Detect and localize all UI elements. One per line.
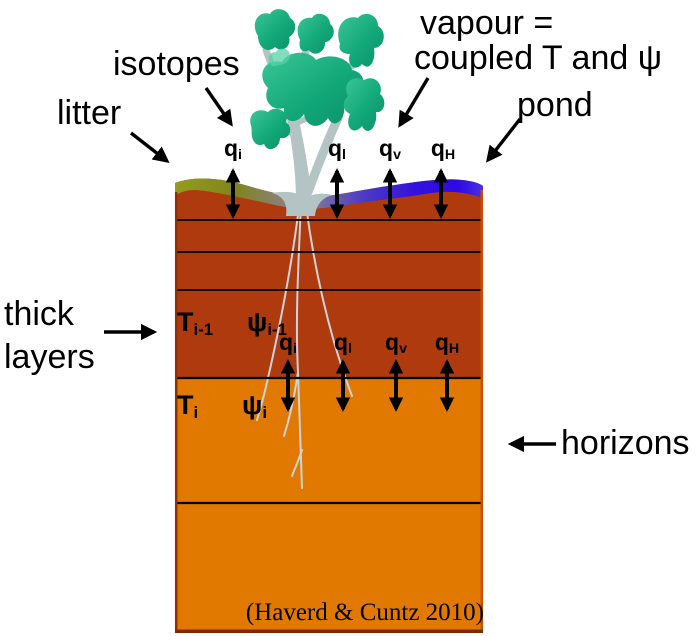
trunk-base <box>272 191 332 216</box>
citation: (Haverd & Cuntz 2010) <box>245 599 484 626</box>
annotation-arrows <box>104 77 556 453</box>
label-vapour-line1: vapour = <box>420 4 554 42</box>
temp-lower-label: Ti <box>177 390 199 423</box>
surface-flux-label-qh: qH <box>430 135 456 164</box>
layer-flux-label-ql: ql <box>333 329 353 358</box>
soil-block-border <box>174 190 484 633</box>
layer-flux-label-qi: qi <box>278 329 298 358</box>
label-thick-layers-line2: layers <box>4 338 95 376</box>
label-pond: pond <box>517 86 593 124</box>
litter-arrow <box>129 131 170 164</box>
surface-flux-arrows <box>225 168 449 219</box>
foliage-highlight <box>268 48 290 66</box>
layer-lines <box>176 219 482 505</box>
surface-flux-label-ql: ql <box>327 135 347 164</box>
tree-foliage <box>250 9 385 150</box>
tree-graphic <box>250 9 385 216</box>
label-horizons: horizons <box>561 424 690 462</box>
temp-upper-label: Ti-1 <box>177 307 214 340</box>
surface-flux-label-qv: qv <box>379 135 401 164</box>
isotopes-arrow <box>204 87 233 127</box>
label-thick-layers-line1: thick <box>4 295 74 333</box>
label-isotopes: isotopes <box>113 45 240 83</box>
pond-arrow <box>485 117 522 163</box>
surface-flux-label-qi: qi <box>223 135 243 164</box>
litter-and-pond-surface <box>175 178 483 209</box>
label-vapour-line2: coupled T and ψ <box>414 39 662 77</box>
psi-upper-label: ψi-1 <box>247 307 287 340</box>
soil-block <box>175 178 483 632</box>
layer-flux-arrows <box>280 359 455 412</box>
layer-flux-label-qh: qH <box>434 329 460 358</box>
layer-flux-label-qv: qv <box>385 329 407 358</box>
vapour-arrow <box>398 77 430 128</box>
psi-lower-label: ψi <box>242 390 267 423</box>
soil-lower-horizon <box>175 378 483 632</box>
label-litter: litter <box>57 94 122 132</box>
